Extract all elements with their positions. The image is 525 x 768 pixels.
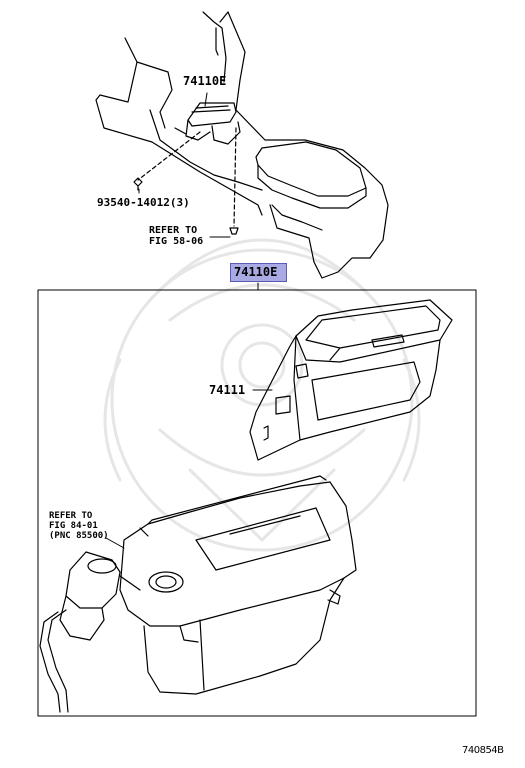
part-number-screw: 93540-14012(3) xyxy=(97,196,190,209)
reference-fig-84-01[interactable]: REFER TO FIG 84-01 (PNC 85500) xyxy=(49,511,109,541)
center-console-assembly xyxy=(95,11,389,279)
part-number-box: 74111 xyxy=(209,383,246,397)
lighter-socket-cable xyxy=(39,551,141,713)
clip-icon xyxy=(229,227,239,235)
reference-fig-58-06-line1: REFER TO xyxy=(149,225,198,236)
diagram-code: 740854B xyxy=(462,745,504,756)
screw-icon xyxy=(133,177,143,191)
reference-fig-58-06[interactable]: REFER TO FIG 58-06 xyxy=(149,225,203,247)
fastener-lines xyxy=(137,127,237,227)
reference-fig-58-06-line2: FIG 58-06 xyxy=(149,236,204,247)
samurai-helmet-watermark-icon xyxy=(103,238,421,552)
detail-frame xyxy=(37,289,477,717)
storage-box-74111 xyxy=(249,299,453,461)
main-callout-highlight xyxy=(230,263,287,282)
reference-fig-84-01-line2: FIG 84-01 xyxy=(49,521,98,531)
lower-tray-74110E xyxy=(119,475,357,695)
reference-fig-84-01-line3: (PNC 85500) xyxy=(49,531,109,541)
reference-fig-84-01-line1: REFER TO xyxy=(49,511,93,521)
leader-lines xyxy=(105,92,273,549)
part-number-top-part: 74110E xyxy=(183,74,227,88)
part-number-main-callout[interactable]: 74110E xyxy=(234,265,278,279)
